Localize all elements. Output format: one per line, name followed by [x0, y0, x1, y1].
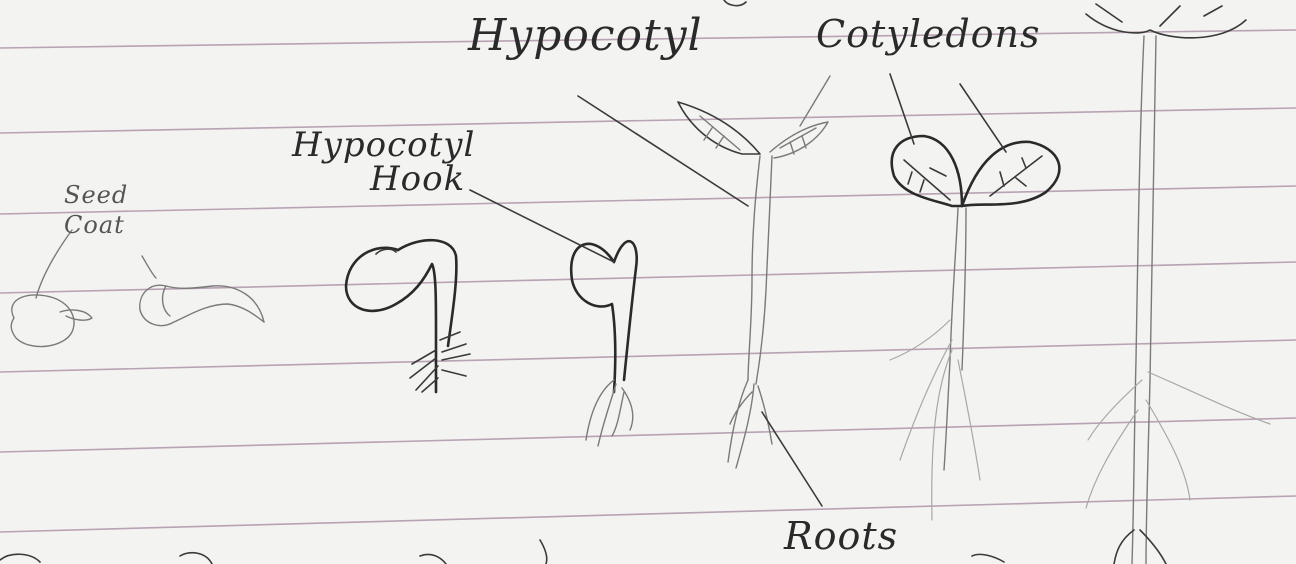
cotyledons-opening-stage [678, 102, 828, 468]
roots-label: Roots [784, 514, 898, 558]
cotyledon-leader-3 [960, 84, 1006, 152]
mature-seedling-stage [1086, 4, 1270, 564]
hook-emerging-stage [346, 240, 470, 392]
roots-leader [762, 412, 822, 506]
hypocotyl-hook-label-line2: Hook [292, 162, 475, 196]
seed-coat-label-line2: Coat [64, 210, 128, 240]
hypocotyl-hook-label: Hypocotyl Hook [292, 128, 475, 196]
cotyledons-label: Cotyledons [816, 12, 1041, 56]
hook-elongated-stage [571, 241, 637, 446]
cotyledon-leader-1 [800, 76, 830, 126]
seed-coat-label-line1: Seed [64, 180, 128, 210]
leader-lines [470, 74, 1006, 506]
hypocotyl-label: Hypocotyl [468, 10, 703, 61]
cotyledon-leader-2 [890, 74, 914, 144]
hypocotyl-leader [578, 96, 748, 206]
hypocotyl-hook-label-line1: Hypocotyl [292, 128, 475, 162]
ruled-lines [0, 30, 1296, 532]
seed-coat-label: Seed Coat [64, 180, 128, 240]
cutoff-handwriting [0, 0, 1004, 564]
